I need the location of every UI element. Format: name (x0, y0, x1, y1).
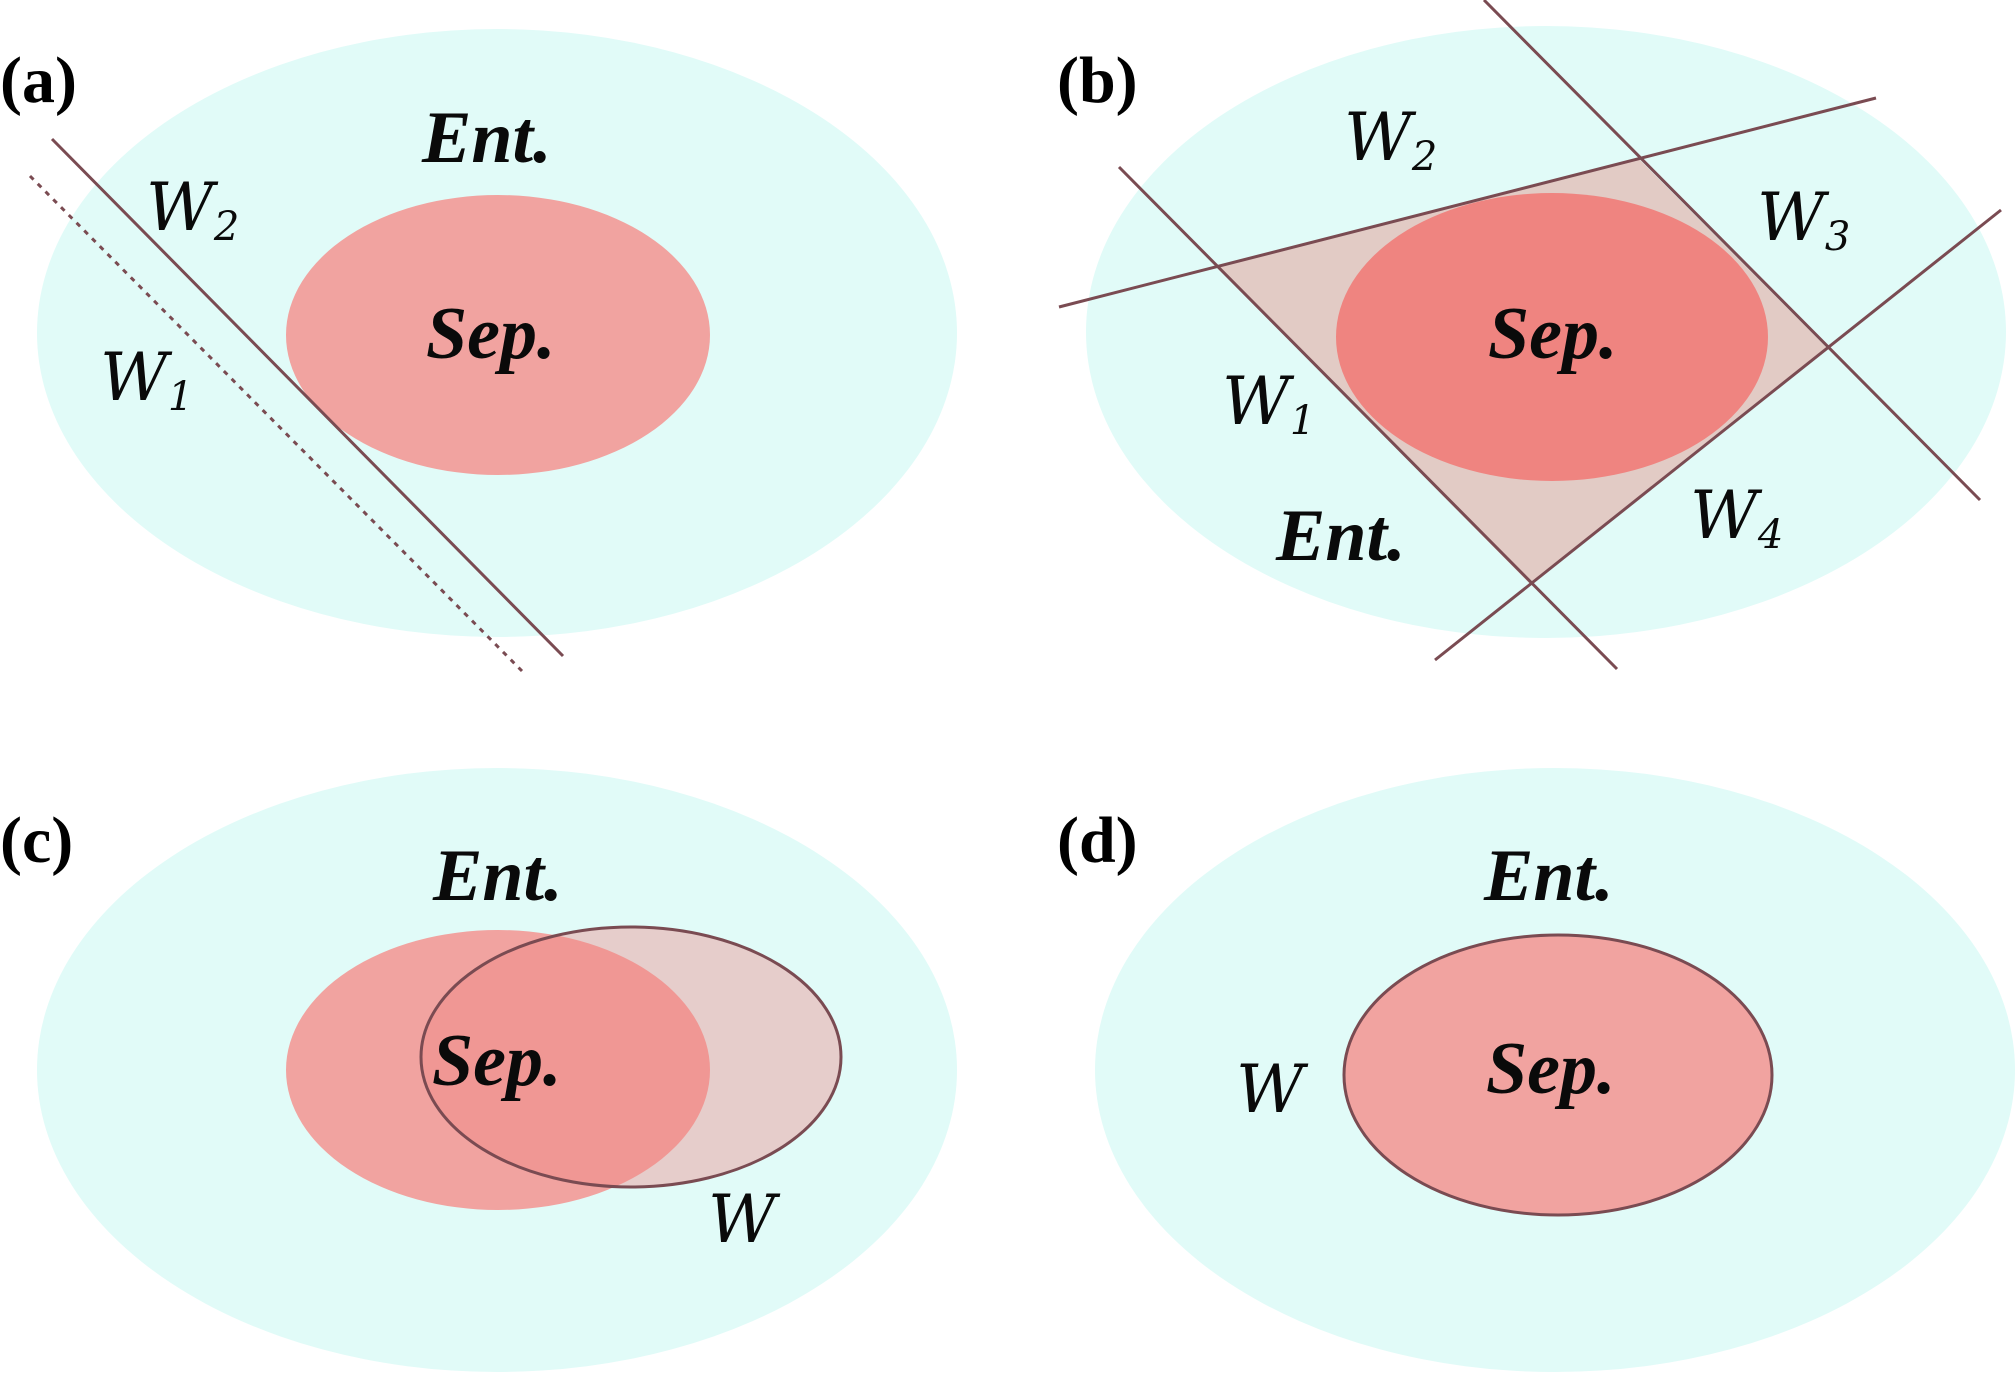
separable-label: Sep. (426, 293, 556, 375)
witness-subscript: 1 (168, 374, 193, 420)
witness-line-w2 (50, 137, 565, 658)
separable-region (1336, 193, 1768, 481)
witness-letter: W (1236, 1051, 1309, 1128)
panel-label: (c) (0, 804, 73, 877)
witness-label-w1: W1 (100, 339, 193, 420)
witness-letter: W (1344, 99, 1417, 176)
panel-a: (a) Ent. Sep. W2 W1 (0, 29, 957, 673)
separable-region (1342, 933, 1774, 1217)
separable-label: Sep. (1488, 293, 1618, 375)
separable-region (286, 195, 710, 475)
panel-d: (d) Ent. Sep. W (1057, 768, 2015, 1372)
panel-b: (b) Sep. Ent. W2 W3 W1 W4 (1057, 0, 2006, 671)
witness-line-w3 (1482, 0, 1982, 502)
witness-label-w1: W1 (1222, 363, 1315, 444)
separable-label: Sep. (432, 1020, 562, 1102)
witness-label-w2: W2 (1344, 99, 1437, 180)
panel-label: (d) (1057, 804, 1138, 877)
witness-label-w: W (708, 1181, 781, 1258)
witness-label-w: W (1236, 1051, 1309, 1128)
witness-label-w4: W4 (1690, 477, 1783, 558)
witness-subscript: 4 (1757, 512, 1783, 558)
witness-label-w3: W3 (1757, 179, 1850, 260)
witness-letter: W (1690, 477, 1763, 554)
panel-label: (a) (0, 44, 77, 117)
witness-subscript: 3 (1825, 214, 1850, 260)
witness-letter: W (1757, 179, 1830, 256)
entangled-label: Ent. (432, 835, 563, 917)
witness-label-w2: W2 (146, 169, 239, 250)
witness-subscript: 1 (1290, 398, 1315, 444)
witness-letter: W (100, 339, 173, 416)
witness-subscript: 2 (1411, 134, 1437, 180)
entangled-label: Ent. (421, 97, 552, 179)
entangled-label: Ent. (1275, 495, 1406, 577)
witness-letter: W (708, 1181, 781, 1258)
witness-letter: W (146, 169, 219, 246)
witness-line-w2 (1058, 96, 1877, 309)
entangled-label: Ent. (1483, 835, 1614, 917)
separable-region (286, 930, 710, 1210)
witness-region (419, 925, 843, 1189)
panel-c: (c) Ent. Sep. W (0, 768, 957, 1372)
witness-line-w1 (1117, 165, 1619, 671)
witness-letter: W (1222, 363, 1295, 440)
witness-line-w4 (1434, 208, 2002, 662)
separable-label: Sep. (1486, 1028, 1616, 1110)
witness-subscript: 2 (213, 204, 239, 250)
panel-label: (b) (1057, 44, 1138, 117)
